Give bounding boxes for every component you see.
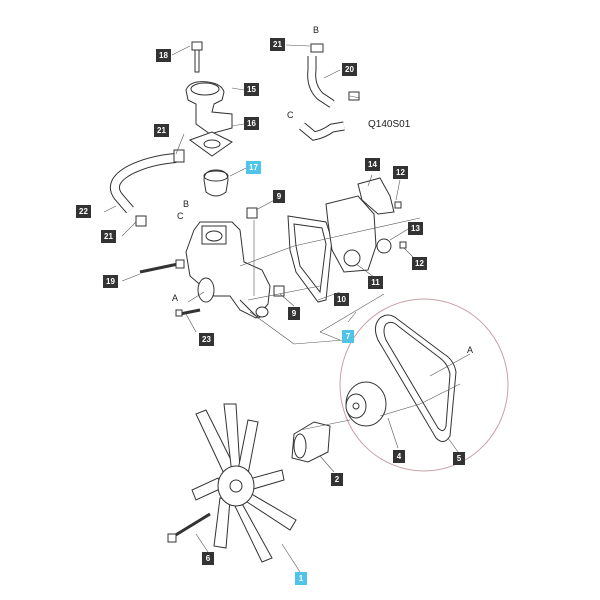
plug-9-bottom	[273, 285, 285, 297]
part-label-23[interactable]: 23	[199, 333, 214, 346]
part-label-21-mid[interactable]: 21	[154, 124, 169, 137]
part-label-20[interactable]: 20	[342, 63, 357, 76]
part-label-12-top[interactable]: 12	[393, 166, 408, 179]
diagram-code: Q140S01	[368, 119, 411, 130]
o-ring-13	[376, 238, 392, 254]
part-label-13[interactable]: 13	[408, 222, 423, 235]
part-label-1[interactable]: 1	[295, 572, 307, 585]
part-label-16[interactable]: 16	[244, 117, 259, 130]
part-label-4[interactable]: 4	[393, 450, 405, 463]
thermostat-housing-15	[185, 81, 233, 135]
part-label-21-bottom[interactable]: 21	[101, 230, 116, 243]
part-label-15[interactable]: 15	[244, 83, 259, 96]
leader-lines	[103, 44, 471, 573]
bracket-14	[357, 177, 395, 215]
part-label-10[interactable]: 10	[334, 293, 349, 306]
bolt-19	[139, 259, 185, 274]
v-belt-5	[374, 314, 457, 442]
bolt-6	[167, 512, 211, 543]
part-label-12-bottom[interactable]: 12	[412, 257, 427, 270]
part-label-9-top[interactable]: 9	[273, 190, 285, 203]
hose-20	[307, 43, 360, 108]
bolt-23	[175, 308, 201, 317]
part-label-19[interactable]: 19	[103, 275, 118, 288]
hose-c	[299, 121, 345, 141]
part-label-7[interactable]: 7	[342, 330, 354, 343]
gasket-10	[287, 215, 333, 303]
connector-letter-b-hose: B	[313, 25, 320, 35]
part-label-5[interactable]: 5	[453, 452, 465, 465]
belt-detail-circle	[339, 298, 509, 472]
water-pump	[185, 221, 271, 319]
hose-22	[110, 149, 185, 227]
cover-11	[325, 195, 377, 273]
part-label-18[interactable]: 18	[156, 49, 171, 62]
part-label-17[interactable]: 17	[246, 161, 261, 174]
part-label-2[interactable]: 2	[331, 473, 343, 486]
connector-letter-b-pump: B	[183, 199, 190, 209]
thermostat-17	[203, 169, 229, 197]
part-label-9-bottom[interactable]: 9	[288, 307, 300, 320]
spacer-2	[291, 421, 331, 463]
plug-9-top	[246, 207, 258, 219]
connector-letter-a-pump: A	[172, 293, 179, 303]
bolt-18	[191, 41, 203, 73]
connector-letter-c-hose: C	[287, 110, 294, 120]
connector-letter-a-belt: A	[467, 345, 474, 355]
part-label-6[interactable]: 6	[202, 552, 214, 565]
clamp-21	[135, 215, 147, 227]
fan-1	[191, 403, 297, 563]
part-label-22[interactable]: 22	[76, 205, 91, 218]
connector-letter-c-pump: C	[177, 211, 184, 221]
part-label-14[interactable]: 14	[365, 158, 380, 171]
pulley-4	[345, 381, 387, 427]
part-label-11[interactable]: 11	[368, 276, 383, 289]
bolt-12	[394, 201, 407, 249]
gasket-16	[188, 131, 233, 157]
part-label-21-top[interactable]: 21	[270, 38, 285, 51]
